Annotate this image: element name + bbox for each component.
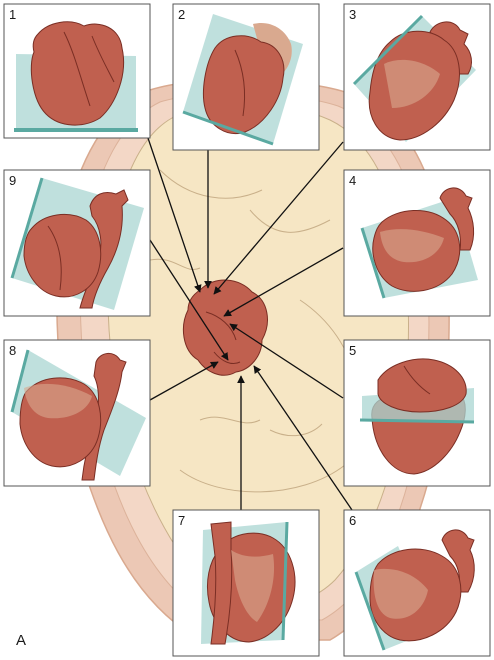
panel-5-number: 5 [349, 343, 356, 358]
panel-5: 5 [343, 339, 491, 487]
panel-7-aorta [210, 521, 233, 645]
panel-1-heart [30, 21, 124, 126]
fetus-contour-2 [249, 209, 331, 233]
arrow-from-panel-5 [229, 323, 344, 399]
panel-7: 7 [172, 509, 320, 657]
panel-1: 1 [3, 3, 151, 139]
panel-9-heart [23, 213, 102, 298]
panel-2-plane-edge [182, 110, 274, 146]
central-heart-vessel [213, 351, 241, 365]
panel-9: 9 [3, 169, 151, 317]
fetus-contour-3 [149, 258, 201, 270]
figure-label: A [16, 632, 26, 649]
panel-4-number: 4 [349, 173, 356, 188]
central-heart-groove [205, 311, 237, 341]
panel-3-heart-shadow [384, 59, 440, 108]
panel-8-heart-shadow [24, 383, 92, 419]
panel-4: 4 [343, 169, 491, 317]
arrow-from-panel-9 [149, 239, 229, 361]
panel-1-heart-groove [63, 31, 91, 107]
fetus-contour-1 [159, 169, 263, 199]
panel-7-heart-shadow [231, 550, 275, 622]
panel-1-heart-groove-2 [91, 35, 115, 83]
panel-4-aorta [439, 187, 475, 251]
fetus-contour-7 [179, 464, 346, 493]
panel-3-number: 3 [349, 7, 356, 22]
panel-7-number: 7 [178, 513, 185, 528]
panel-8-number: 8 [9, 343, 16, 358]
arrow-from-panel-3 [213, 141, 344, 295]
panel-2: 2 [172, 3, 320, 151]
fetus-contour-6 [269, 423, 323, 437]
panel-6-plane-edge [354, 571, 386, 651]
panel-9-heart-groove [47, 225, 62, 291]
panel-7-plane-edge [281, 521, 289, 641]
panel-2-number: 2 [178, 7, 185, 22]
panel-5-heart-upper [377, 358, 467, 413]
arrows [147, 137, 353, 511]
arrow-from-panel-8 [149, 361, 219, 401]
panel-9-plane-edge [10, 177, 44, 279]
panel-5-plane-edge [359, 418, 475, 424]
fetus-contour-5 [199, 416, 261, 424]
panel-9-number: 9 [9, 173, 16, 188]
panel-3-plane-edge [352, 14, 424, 86]
arrow-from-panel-6 [253, 365, 353, 511]
panel-8-plane-edge [10, 349, 30, 413]
panel-6-heart-shadow [373, 568, 428, 619]
arrow-from-panel-1 [147, 137, 202, 293]
panel-4-plane-edge [360, 227, 386, 299]
panel-6: 6 [343, 509, 491, 657]
panel-6-aorta [441, 529, 475, 593]
panel-3: 3 [343, 3, 491, 151]
panel-4-heart-shadow [380, 229, 444, 263]
panel-2-heart-groove [234, 49, 246, 117]
arrow-from-panel-4 [223, 247, 344, 317]
panel-1-number: 1 [9, 7, 16, 22]
panel-6-number: 6 [349, 513, 356, 528]
panel-5-heart-groove [403, 365, 431, 395]
panel-8: 8 [3, 339, 151, 487]
